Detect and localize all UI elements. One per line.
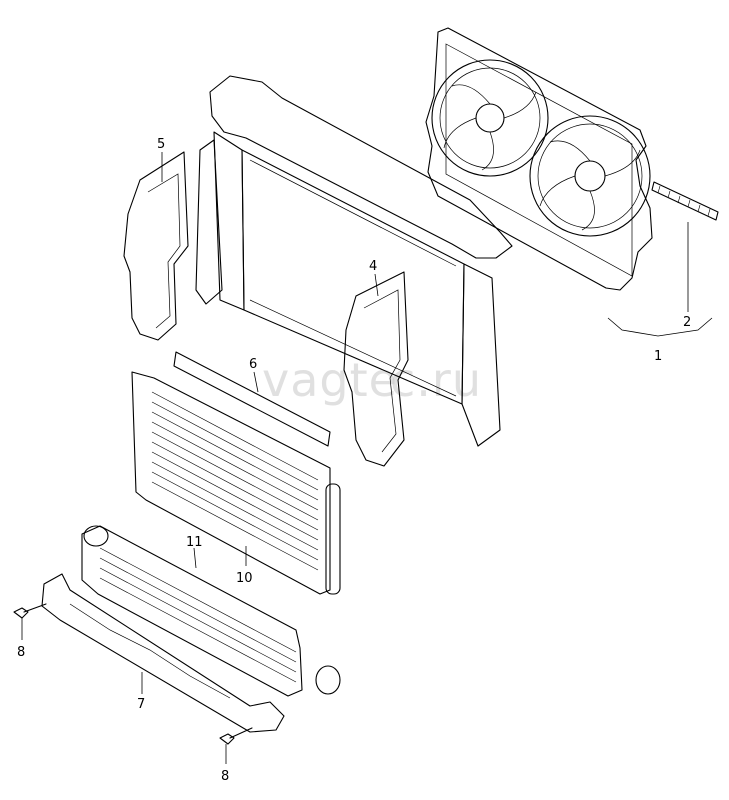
callout-10: 10: [236, 571, 253, 586]
callout-5: 5: [157, 137, 165, 152]
fan-shroud-assembly: [425, 27, 719, 291]
bolt-left: [13, 603, 47, 619]
callout-11: 11: [186, 535, 203, 550]
watermark-text: vagte: [262, 353, 398, 407]
callout-8-right: 8: [221, 769, 229, 784]
callout-1: 1: [654, 349, 662, 364]
callout-7: 7: [137, 697, 145, 712]
intercooler-fins: [99, 547, 297, 683]
callout-8-left: 8: [17, 645, 25, 660]
intercooler: [81, 525, 341, 697]
right-air-duct: [343, 271, 409, 467]
callout-4: 4: [369, 259, 377, 274]
condenser: [131, 351, 341, 595]
lower-air-guide: [41, 573, 285, 733]
leader-lines: [21, 152, 713, 764]
radiator-frame: [195, 75, 513, 447]
watermark-text-tail: c.ru: [390, 353, 482, 407]
callout-6: 6: [249, 357, 257, 372]
bolt-right: [219, 727, 253, 745]
condenser-fins: [151, 391, 319, 571]
left-air-duct: [123, 151, 189, 341]
callout-labels: 1 2 4 5 6 7 8 8 10 11: [17, 137, 691, 784]
callout-2: 2: [683, 315, 691, 330]
